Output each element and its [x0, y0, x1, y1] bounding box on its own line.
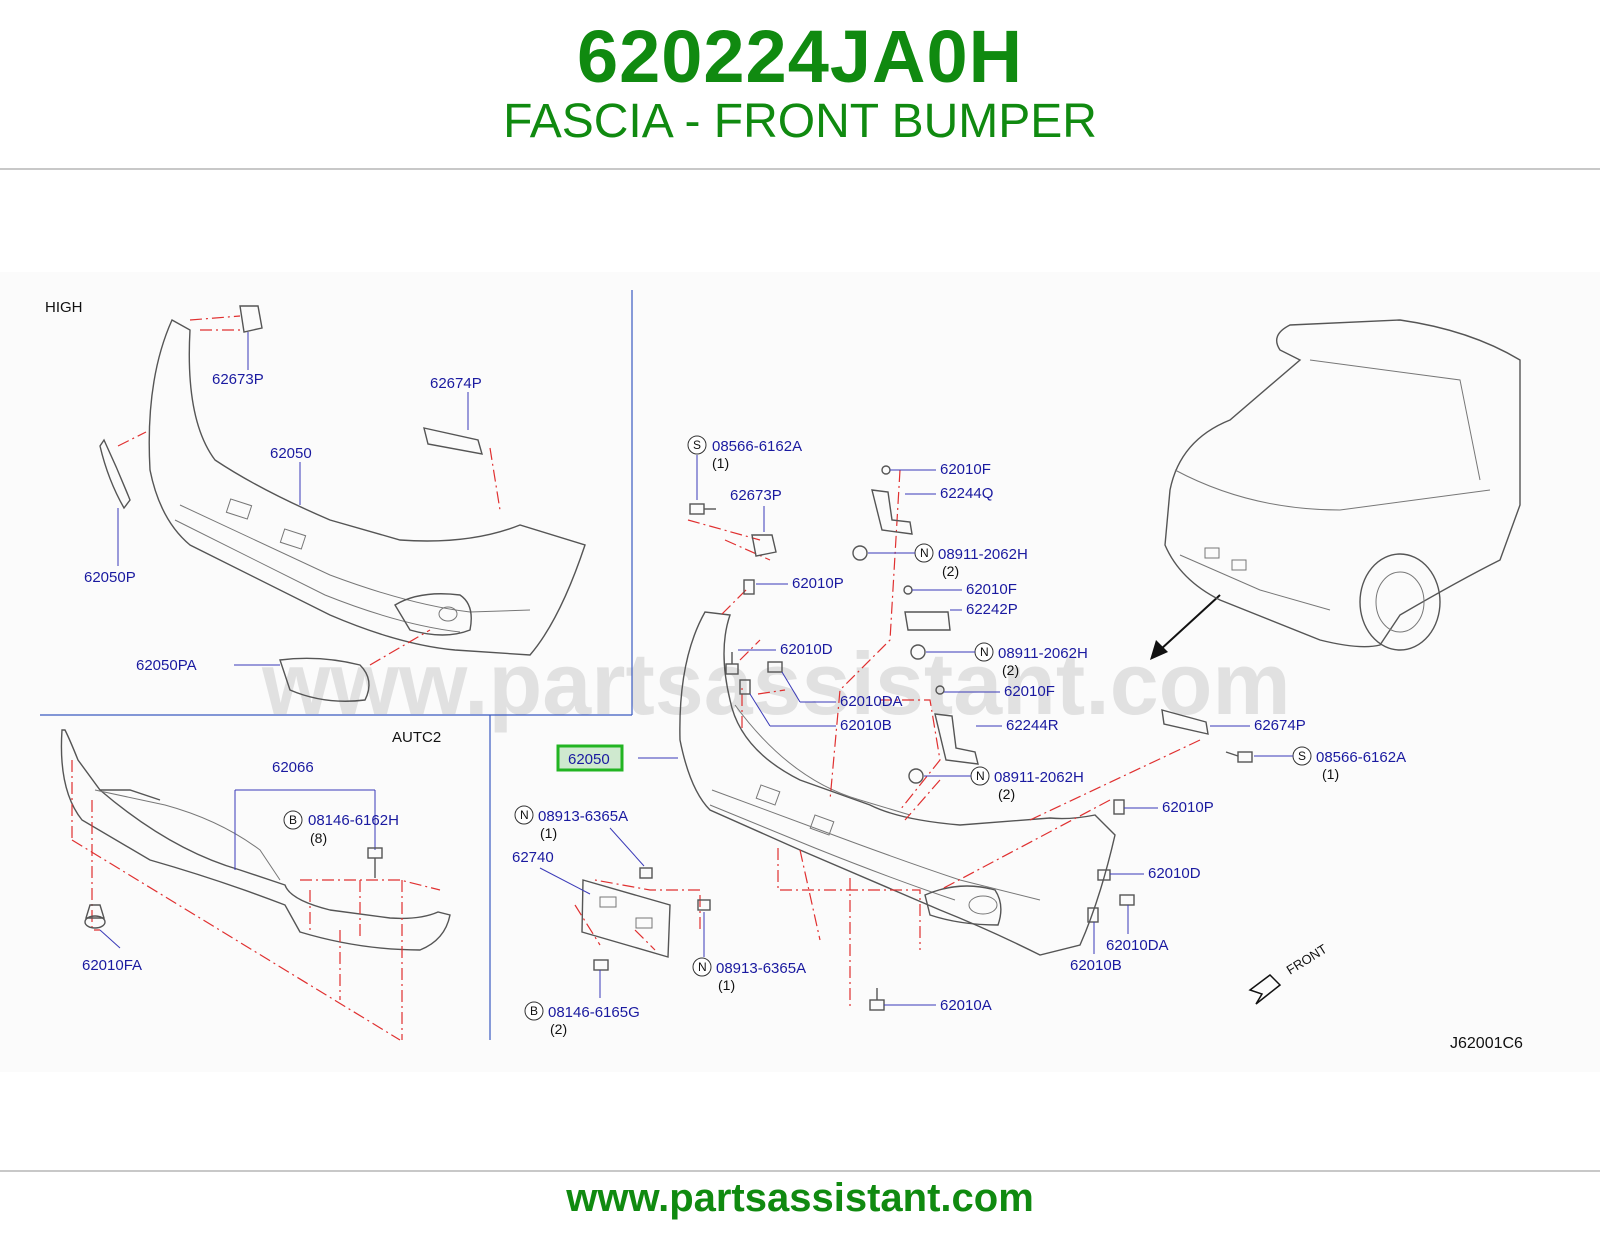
label-62050-highlighted[interactable]: 62050 [568, 751, 610, 768]
label-08911-2062H-a[interactable]: 08911-2062H [938, 546, 1028, 563]
label-62050-high[interactable]: 62050 [270, 445, 312, 462]
front-arrow-icon [1248, 974, 1282, 1005]
prefix-s-letter: S [693, 438, 701, 452]
prefix-b-letter: B [530, 1004, 538, 1018]
label-62010D-a[interactable]: 62010D [780, 641, 833, 658]
prefix-n-letter: N [976, 769, 985, 783]
label-62050P[interactable]: 62050P [84, 569, 136, 586]
label-62010B-a[interactable]: 62010B [840, 717, 892, 734]
label-08911-2062H-b[interactable]: 08911-2062H [998, 645, 1088, 662]
label-62010FA[interactable]: 62010FA [82, 957, 142, 974]
qty-08913-6365A-b: (1) [718, 977, 735, 993]
clip-62010FA [84, 904, 106, 929]
label-62010F-b[interactable]: 62010F [966, 581, 1017, 598]
label-08146-6165G[interactable]: 08146-6165G [548, 1004, 640, 1021]
label-62010B-b[interactable]: 62010B [1070, 957, 1122, 974]
vehicle-illustration [1164, 319, 1521, 651]
label-62673P[interactable]: 62673P [730, 487, 782, 504]
variant-label-autc2: AUTC2 [392, 729, 441, 746]
label-62010F-c[interactable]: 62010F [1004, 683, 1055, 700]
label-62010D-b[interactable]: 62010D [1148, 865, 1201, 882]
highlight-box-62050 [556, 744, 624, 772]
leader-line [781, 671, 801, 703]
footer-website[interactable]: www.partsassistant.com [566, 1176, 1034, 1220]
leader-line [609, 827, 645, 867]
leader-line [99, 929, 121, 949]
prefix-n-badge [692, 957, 712, 977]
qty-08913-6365A-a: (1) [540, 825, 557, 841]
label-62010P-a[interactable]: 62010P [792, 575, 844, 592]
part-name-subtitle: FASCIA - FRONT BUMPER [503, 95, 1097, 148]
leader-line [539, 867, 591, 895]
label-62010DA-b[interactable]: 62010DA [1106, 937, 1169, 954]
qty-08566-6162A-left: (1) [712, 455, 729, 471]
qty-08911-2062H-a: (2) [942, 563, 959, 579]
label-08566-6162A-left[interactable]: 08566-6162A [712, 438, 802, 455]
label-08913-6365A-a[interactable]: 08913-6365A [538, 808, 628, 825]
hardware-glyphs [581, 465, 1253, 1011]
arrow-line [1159, 594, 1221, 651]
prefix-n-letter: N [520, 808, 529, 822]
label-62242P[interactable]: 62242P [966, 601, 1018, 618]
label-62066[interactable]: 62066 [272, 759, 314, 776]
prefix-s-badge [687, 435, 707, 455]
label-62010A[interactable]: 62010A [940, 997, 992, 1014]
prefix-b-badge [283, 810, 303, 830]
label-08146-6162H[interactable]: 08146-6162H [308, 812, 399, 829]
dash-line [117, 315, 501, 666]
header-divider [0, 168, 1600, 170]
label-62010DA-a[interactable]: 62010DA [840, 693, 903, 710]
prefix-n-letter: N [980, 645, 989, 659]
prefix-s-letter: S [1298, 749, 1306, 763]
watermark: www.partsassistant.com [261, 634, 1291, 733]
label-08913-6365A-b[interactable]: 08913-6365A [716, 960, 806, 977]
qty-08566-6162A-right: (1) [1322, 766, 1339, 782]
bumper-high-illustration [99, 305, 586, 702]
label-62244R[interactable]: 62244R [1006, 717, 1059, 734]
prefix-n-letter: N [698, 960, 707, 974]
dash-line [574, 469, 1201, 1010]
qty-08146-6165G: (2) [550, 1021, 567, 1037]
label-08566-6162A-right[interactable]: 08566-6162A [1316, 749, 1406, 766]
lower-trim-illustration [60, 729, 451, 951]
footer-divider [0, 1170, 1600, 1172]
label-62740[interactable]: 62740 [512, 849, 554, 866]
label-62050PA[interactable]: 62050PA [136, 657, 197, 674]
label-62010F-a[interactable]: 62010F [940, 461, 991, 478]
qty-08911-2062H-c: (2) [998, 786, 1015, 802]
bumper-main-illustration [679, 611, 1116, 956]
prefix-b-letter: B [289, 813, 297, 827]
label-62244Q[interactable]: 62244Q [940, 485, 993, 502]
variant-label-high: HIGH [45, 299, 83, 316]
prefix-n-letter: N [920, 546, 929, 560]
label-62673P-high[interactable]: 62673P [212, 371, 264, 388]
prefix-n-badge [514, 805, 534, 825]
label-62674P-high[interactable]: 62674P [430, 375, 482, 392]
prefix-b-badge [524, 1001, 544, 1021]
diagram-panel [0, 272, 1600, 1072]
leader-line [749, 693, 771, 727]
figure-code: J62001C6 [1450, 1035, 1523, 1052]
qty-08911-2062H-b: (2) [1002, 662, 1019, 678]
arrow-head [1150, 640, 1168, 660]
label-62674P[interactable]: 62674P [1254, 717, 1306, 734]
part-number-title: 620224JA0H [576, 15, 1024, 98]
qty-08146-6162H: (8) [310, 830, 327, 846]
bolt-08146-6162H [367, 847, 383, 878]
label-08911-2062H-c[interactable]: 08911-2062H [994, 769, 1084, 786]
dash-line [71, 760, 441, 1041]
label-62010P-b[interactable]: 62010P [1162, 799, 1214, 816]
